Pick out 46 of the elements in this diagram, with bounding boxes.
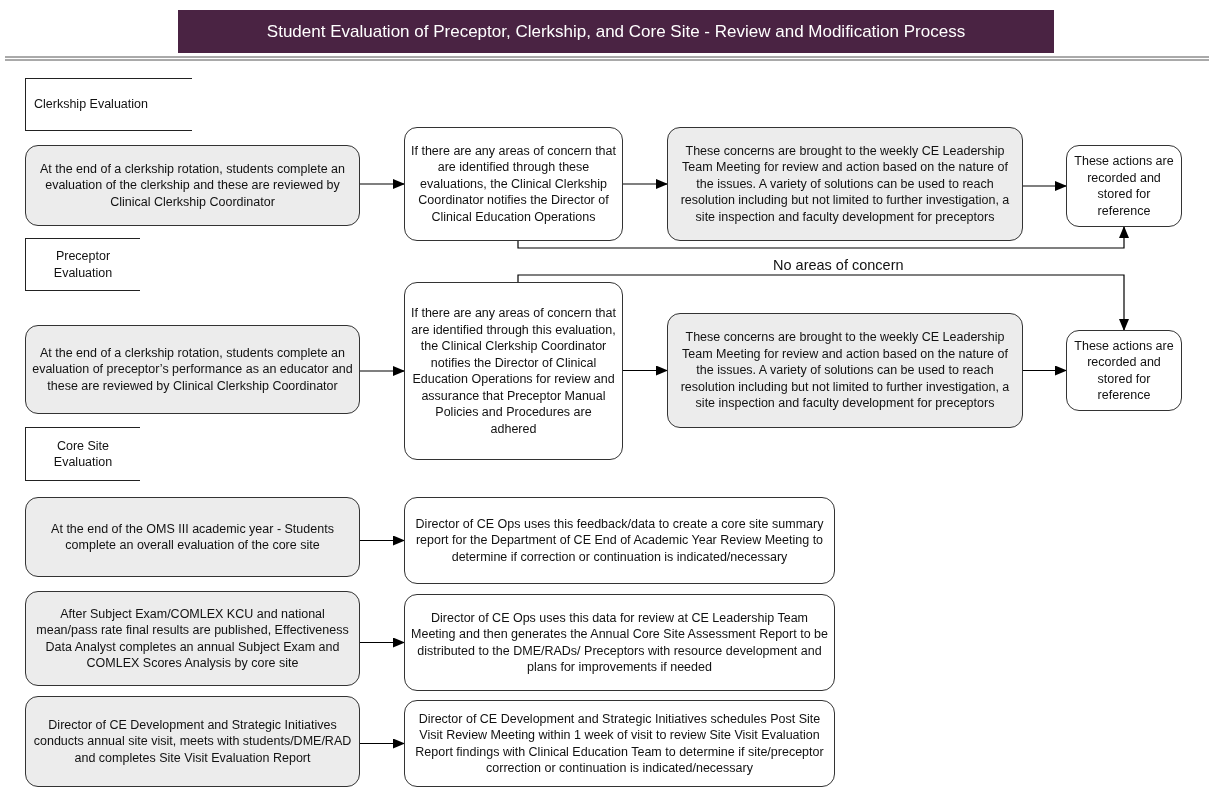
arrow (359, 366, 405, 376)
box-text: At the end of a clerkship rotation, students complete an evaluation of preceptor’s performance as an educator and these are reviewed by Clinical Clerkship Coordinator (32, 344, 353, 395)
section-bracket (25, 78, 192, 131)
arrow (622, 365, 668, 376)
box-text: After Subject Exam/COMLEX KCU and national mean/pass rate final results are published, Effectiveness Data Analyst completes an annual Subject Exam and COMLEX Scores Analysis by core site (35, 605, 350, 672)
process-box (404, 127, 623, 241)
process-box (404, 497, 835, 584)
process-box (25, 145, 360, 226)
arrow (517, 226, 1129, 249)
process-box (404, 700, 835, 787)
box-text: Director of CE Ops uses this feedback/data to create a core site summary report for the Department of CE End of Academic Year Review Meeting to determine if correction or continuation is indicated/necessary (414, 515, 825, 566)
section-bracket (25, 238, 140, 291)
box-text: These actions are recorded and stored for reference (1073, 153, 1175, 219)
box-text: If there are any areas of concern that are identified through this evaluation, the Clinical Clerkship Coordinator notifies the Director of Clinical Education Operations for review and assurance that Preceptor Manual Policies and Procedures are adhered (411, 305, 616, 437)
box-text: These actions are recorded and stored for reference (1073, 337, 1175, 404)
section-heading: Preceptor Evaluation (52, 248, 114, 281)
process-box (1066, 145, 1182, 227)
box-text: Director of CE Development and Strategic Initiatives conducts annual site visit, meets with students/DME/RAD and completes Site Visit Evaluation Report (32, 716, 353, 767)
box-text: Director of CE Development and Strategic Initiatives schedules Post Site Visit Review Meeting within 1 week of visit to review Site Visit Evaluation Report findings with Clinical Education Team to determine if site/preceptor correction or continuation is indicated/necessary (414, 710, 825, 777)
box-text: Director of CE Ops uses this data for review at CE Leadership Team Meeting and then generates the Annual Core Site Assessment Report to be distributed to the DME/RADs/ Preceptors with resource development and plans for improvements if needed (411, 609, 828, 676)
arrow (517, 274, 1129, 331)
section-heading: Core Site Evaluation (52, 437, 114, 471)
process-box (25, 497, 360, 577)
arrow (359, 535, 405, 546)
process-box (25, 696, 360, 787)
process-box (667, 313, 1023, 428)
arrow (359, 637, 405, 648)
box-text: If there are any areas of concern that are identified through these evaluations, the Clinical Clerkship Coordinator notifies the Director of Clinical Education Operations (411, 142, 616, 226)
box-text: These concerns are brought to the weekly CE Leadership Team Meeting for review and action based on the nature of the issues. A variety of solutions can be used to reach resolution including but not limited to further investigation, a site inspection and faculty development for preceptors (679, 142, 1011, 226)
process-box (404, 282, 623, 460)
arrow (359, 738, 405, 749)
box-text: These concerns are brought to the weekly CE Leadership Team Meeting for review and action based on the nature of the issues. A variety of solutions can be used to reach resolution including but not limited to further investigation, a site inspection and faculty development for preceptors (679, 329, 1011, 412)
arrow (359, 179, 405, 189)
box-text: At the end of the OMS III academic year - Students complete an overall evaluation of the core site (50, 520, 335, 554)
box-text: At the end of a clerkship rotation, students complete an evaluation of the clerkship and these are reviewed by Clinical Clerkship Coordinator (38, 160, 346, 211)
process-box (25, 591, 360, 686)
section-bracket (25, 427, 140, 481)
arrow (622, 179, 668, 189)
title-bar: Student Evaluation of Preceptor, Clerkship, and Core Site - Review and Modification Process (178, 10, 1054, 53)
process-box (667, 127, 1023, 241)
arrow (1022, 365, 1067, 376)
process-box (1066, 330, 1182, 411)
process-box (404, 594, 835, 691)
process-box (25, 325, 360, 414)
section-heading: Clerkship Evaluation (34, 96, 148, 113)
arrow (1022, 181, 1067, 191)
